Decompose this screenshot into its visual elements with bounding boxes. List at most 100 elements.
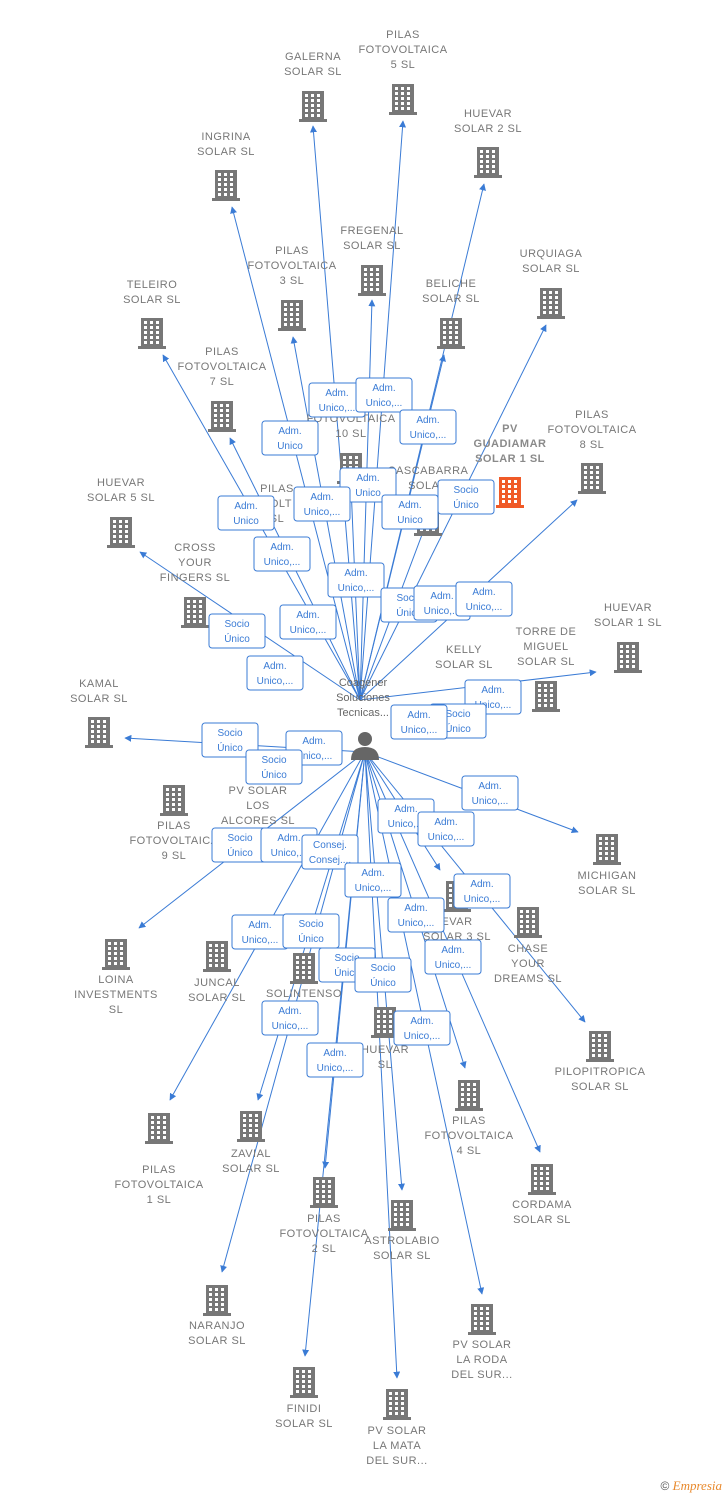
relation-label[interactable]: Adm.Unico,... [246,655,304,691]
company-node-solintenso[interactable]: SOLINTENSOSL [266,953,342,1015]
building-icon [290,1367,318,1398]
relation-label[interactable]: Adm.Unico,... [231,914,289,950]
relation-label[interactable]: Adm.Unico,... [279,604,337,640]
relation-text: Adm. [310,492,333,503]
relation-label[interactable]: Adm.Unico,... [453,873,511,909]
relation-label[interactable]: Adm.Unico,... [461,775,519,811]
relation-text: Socio [453,485,478,496]
relation-label[interactable]: Adm.Unico [339,467,397,503]
relation-label[interactable]: Adm.Unico,... [387,897,445,933]
relation-label[interactable]: Adm. Unico [261,420,319,456]
relation-text: Adm. [416,415,439,426]
relation-label[interactable]: Adm.Unico [217,495,275,531]
company-label: NARANJO [189,1320,245,1332]
company-label: JUNCAL [194,977,240,989]
relation-text: Unico,... [401,725,438,736]
relation-label[interactable]: Adm.Unico,... [293,486,351,522]
relation-text: Unico,... [388,819,425,830]
company-label: SOLAR SL [373,1250,431,1262]
center-person[interactable]: CoagenerSolucionesTecnicas... [336,677,390,760]
company-label: SOLAR SL [435,659,493,671]
relation-text: Adm. [325,388,348,399]
relation-label[interactable]: Adm.Unico,... [327,562,385,598]
building-icon [528,1164,556,1195]
relation-label[interactable]: Adm.Unico,... [424,939,482,975]
company-label: EVAR [441,916,472,928]
relation-label[interactable]: Adm.Unico,... [390,704,448,740]
company-label: GUADIAMAR [474,438,547,450]
relation-label[interactable]: Adm.Unico [381,494,439,530]
relation-label[interactable]: Adm.Unico,... [253,536,311,572]
company-label: SOLAR 2 SL [454,123,522,135]
building-icon [383,1389,411,1420]
relation-label[interactable]: Adm.Unico,... [306,1042,364,1078]
relation-text: Adm. [263,661,286,672]
relation-label[interactable]: Adm.Unico,... [455,581,513,617]
relation-label[interactable]: Adm.Unico,... [393,1010,451,1046]
relation-text: Adm. [248,920,271,931]
relation-text: Adm. [356,473,379,484]
company-label: GALERNA [285,51,341,63]
relation-text: Unico [277,441,303,452]
building-icon [85,717,113,748]
person-icon[interactable] [351,732,379,760]
company-label: SOLAR SL [343,240,401,252]
relation-label[interactable]: Consej.Consej.... [301,834,359,870]
relation-label[interactable]: Adm.Unico,... [355,377,413,413]
company-label: SOLAR 1 SL [475,453,545,465]
brand-logo[interactable]: Empresia [672,1478,722,1493]
relation-text: Unico,... [466,602,503,613]
relation-label[interactable]: Adm.Unico,... [417,811,475,847]
relation-label[interactable]: Adm.Unico,... [399,409,457,445]
relation-label[interactable]: Adm.Unico,... [344,862,402,898]
company-label: FINGERS SL [160,572,230,584]
relation-label[interactable]: Adm.Unico,... [261,1000,319,1036]
company-label: CASCABARRA [388,465,469,477]
company-label: SOLAR SL [123,294,181,306]
relation-text: Adm. [278,426,301,437]
